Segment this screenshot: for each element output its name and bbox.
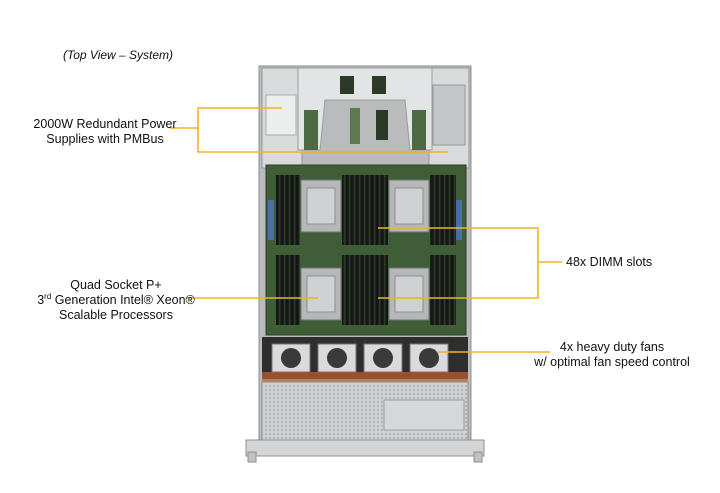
cpu-label-line1: Quad Socket P+ xyxy=(70,278,162,292)
cpu-label: Quad Socket P+ 3rd Generation Intel® Xeo… xyxy=(36,278,196,323)
dimm-slots xyxy=(276,175,456,325)
psu-label-line1: 2000W Redundant Power xyxy=(33,117,177,131)
fans-label-line2: w/ optimal fan speed control xyxy=(534,355,690,369)
psu-leader-line xyxy=(170,107,282,129)
fans-label-line1: 4x heavy duty fans xyxy=(559,340,665,354)
dimm-label: 48x DIMM slots xyxy=(566,255,653,269)
cpu-generation-text: Generation Intel® Xeon® xyxy=(51,293,195,307)
dimm-leader-line xyxy=(378,227,539,299)
fan-row xyxy=(262,337,468,382)
psu-label-line2: Supplies with PMBus xyxy=(46,132,164,146)
front-drive-bay xyxy=(261,381,469,441)
cpu-generation-number: 3 xyxy=(37,293,45,307)
view-caption: (Top View – System) xyxy=(63,48,174,62)
cpu-label-line3: Scalable Processors xyxy=(59,308,173,322)
psu-leader-line-2 xyxy=(197,128,448,153)
callout-lines xyxy=(170,107,562,353)
psu-label: 2000W Redundant Power Supplies with PMBu… xyxy=(30,117,180,147)
cpu-generation-suffix: rd xyxy=(44,291,52,301)
fans-label: 4x heavy duty fans w/ optimal fan speed … xyxy=(522,340,702,370)
cpu-label-line2: 3rd Generation Intel® Xeon® xyxy=(36,291,196,308)
cpu-sockets xyxy=(300,179,430,321)
